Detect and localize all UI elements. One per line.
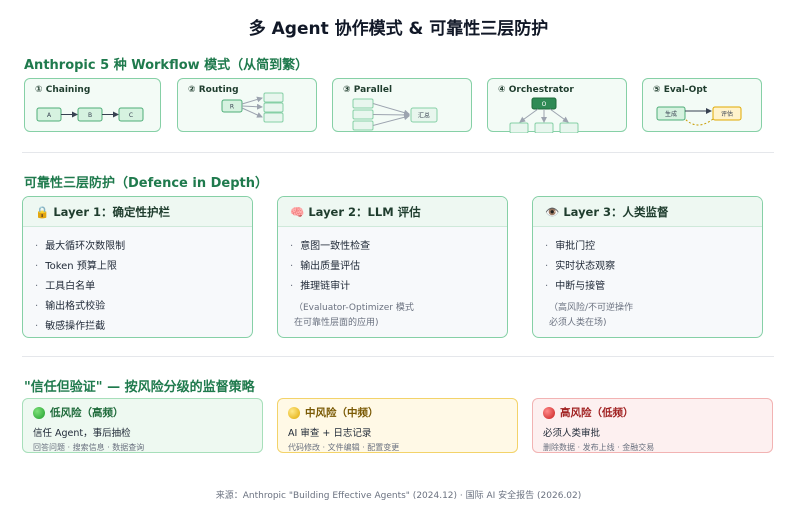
list-item: 推理链审计 bbox=[290, 277, 507, 297]
orchestrator-node: O bbox=[542, 101, 547, 108]
chain-node: C bbox=[129, 112, 133, 119]
green-circle-icon bbox=[33, 406, 45, 419]
divider bbox=[22, 152, 774, 153]
red-circle-icon bbox=[543, 406, 555, 419]
risk-section-title: "信任但验证" — 按风险分级的监督策略 bbox=[24, 380, 255, 395]
list-item: 实时状态观察 bbox=[545, 257, 762, 277]
workflow-routing: ② Routing R bbox=[177, 78, 317, 132]
page-title: 多 Agent 协作模式 & 可靠性三层防护 bbox=[248, 19, 549, 39]
list-item: 敏感操作拦截 bbox=[35, 317, 252, 337]
workflow-label: ⑤ Eval-Opt bbox=[653, 85, 708, 95]
workflow-label: ② Routing bbox=[188, 85, 239, 95]
lock-icon: 🔒 bbox=[35, 205, 50, 219]
risk-strategy: 信任 Agent，事后抽检 bbox=[33, 428, 131, 439]
evaluate-node: 评估 bbox=[721, 110, 733, 118]
list-item: 输出质量评估 bbox=[290, 257, 507, 277]
orchestrator-diagram: O bbox=[509, 97, 579, 133]
layer-title: Layer 1：确定性护栏 bbox=[53, 205, 171, 219]
risk-title: 低风险（高频） bbox=[50, 407, 124, 419]
router-node: R bbox=[230, 104, 234, 111]
workflow-parallel: ③ Parallel 汇总 bbox=[332, 78, 472, 132]
risk-examples: 代码修改 · 文件编辑 · 配置变更 bbox=[288, 443, 400, 452]
layer-items: 意图一致性检查 输出质量评估 推理链审计 bbox=[278, 227, 507, 297]
risk-mid-card: 中风险（中频） AI 审查 + 日志记录 代码修改 · 文件编辑 · 配置变更 bbox=[277, 398, 518, 453]
generate-node: 生成 bbox=[665, 110, 677, 118]
defence-section-title: 可靠性三层防护（Defence in Depth） bbox=[24, 176, 269, 191]
workflow-chaining: ① Chaining A B C bbox=[24, 78, 161, 132]
divider bbox=[22, 356, 774, 357]
list-item: 工具白名单 bbox=[35, 277, 252, 297]
source-citation: 来源：Anthropic "Building Effective Agents"… bbox=[215, 491, 582, 501]
workflow-label: ④ Orchestrator bbox=[498, 85, 574, 95]
aggregate-node: 汇总 bbox=[418, 112, 430, 120]
layer-items: 最大循环次数限制 Token 预算上限 工具白名单 输出格式校验 敏感操作拦截 bbox=[23, 227, 252, 337]
list-item: Token 预算上限 bbox=[35, 257, 252, 277]
workflow-section-title: Anthropic 5 种 Workflow 模式（从简到繁） bbox=[24, 58, 309, 73]
workflow-eval-opt: ⑤ Eval-Opt 生成 评估 bbox=[642, 78, 762, 132]
risk-title: 中风险（中频） bbox=[305, 407, 379, 419]
workflow-label: ① Chaining bbox=[35, 85, 91, 95]
risk-examples: 回答问题 · 搜索信息 · 数据查询 bbox=[33, 443, 145, 452]
layer-title: Layer 3：人类监督 bbox=[563, 205, 669, 219]
layer-3-card: 👁️Layer 3：人类监督 审批门控 实时状态观察 中断与接管 （高风险/不可… bbox=[532, 196, 763, 338]
routing-diagram: R bbox=[221, 92, 284, 123]
layer-2-card: 🧠Layer 2：LLM 评估 意图一致性检查 输出质量评估 推理链审计 （Ev… bbox=[277, 196, 508, 338]
list-item: 最大循环次数限制 bbox=[35, 237, 252, 257]
risk-high-card: 高风险（低频） 必须人类审批 删除数据 · 发布上线 · 金融交易 bbox=[532, 398, 773, 453]
layer-title: Layer 2：LLM 评估 bbox=[308, 205, 421, 219]
note-line: （Evaluator-Optimizer 模式 bbox=[294, 303, 414, 313]
layer-header: 👁️Layer 3：人类监督 bbox=[533, 197, 762, 227]
eval-opt-diagram: 生成 评估 bbox=[656, 106, 742, 126]
list-item: 中断与接管 bbox=[545, 277, 762, 297]
brain-icon: 🧠 bbox=[290, 205, 305, 219]
layer-items: 审批门控 实时状态观察 中断与接管 bbox=[533, 227, 762, 297]
risk-examples: 删除数据 · 发布上线 · 金融交易 bbox=[543, 443, 655, 452]
risk-strategy: 必须人类审批 bbox=[543, 428, 601, 439]
layer-header: 🧠Layer 2：LLM 评估 bbox=[278, 197, 507, 227]
layer-note: （高风险/不可逆操作 必须人类在场) bbox=[533, 297, 762, 331]
risk-low-card: 低风险（高频） 信任 Agent，事后抽检 回答问题 · 搜索信息 · 数据查询 bbox=[22, 398, 263, 453]
layer-1-card: 🔒Layer 1：确定性护栏 最大循环次数限制 Token 预算上限 工具白名单… bbox=[22, 196, 253, 338]
chaining-diagram: A B C bbox=[36, 107, 144, 122]
eye-icon: 👁️ bbox=[545, 205, 560, 219]
chain-node: B bbox=[88, 112, 92, 119]
list-item: 意图一致性检查 bbox=[290, 237, 507, 257]
chain-node: A bbox=[47, 112, 52, 119]
layer-header: 🔒Layer 1：确定性护栏 bbox=[23, 197, 252, 227]
note-line: （高风险/不可逆操作 bbox=[549, 303, 634, 313]
risk-title: 高风险（低频） bbox=[560, 407, 634, 419]
list-item: 审批门控 bbox=[545, 237, 762, 257]
risk-strategy: AI 审查 + 日志记录 bbox=[288, 428, 372, 439]
list-item: 输出格式校验 bbox=[35, 297, 252, 317]
workflow-orchestrator: ④ Orchestrator O bbox=[487, 78, 627, 133]
note-line: 在可靠性层面的应用) bbox=[294, 318, 379, 328]
layer-note: （Evaluator-Optimizer 模式 在可靠性层面的应用) bbox=[278, 297, 507, 331]
parallel-diagram: 汇总 bbox=[352, 98, 438, 131]
note-line: 必须人类在场) bbox=[549, 318, 607, 328]
workflow-label: ③ Parallel bbox=[343, 85, 393, 95]
yellow-circle-icon bbox=[288, 406, 300, 419]
